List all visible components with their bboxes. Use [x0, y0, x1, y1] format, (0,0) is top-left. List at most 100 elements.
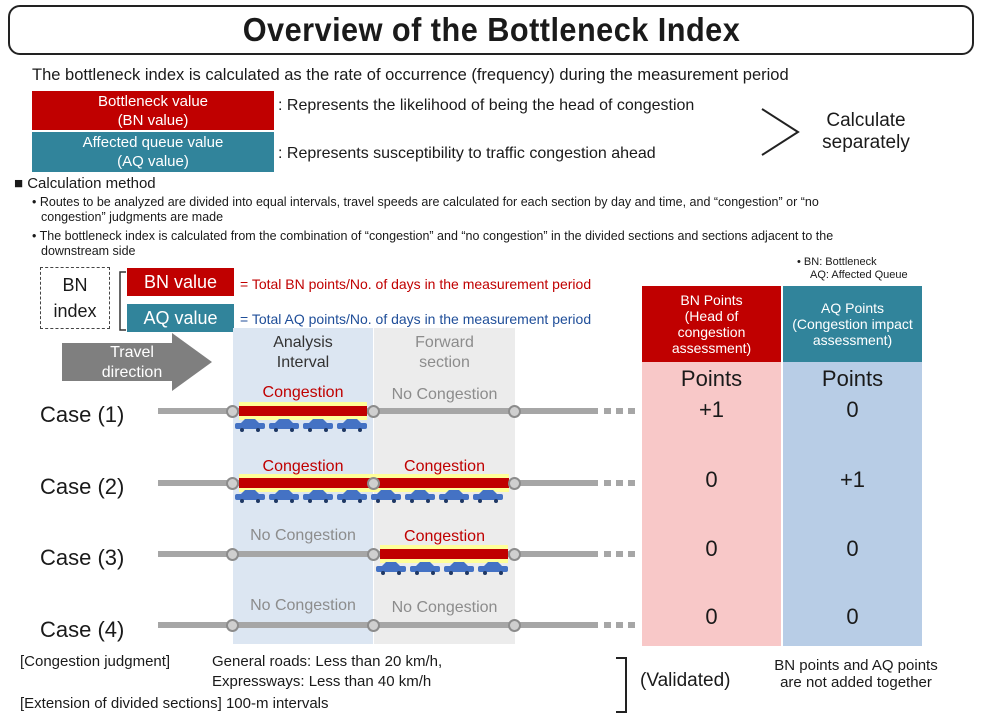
- car-icon: [235, 490, 265, 503]
- congestion-judgment-general: General roads: Less than 20 km/h,: [212, 653, 443, 670]
- abbreviation-note-bn: • BN: Bottleneck: [797, 256, 877, 268]
- car-icon: [478, 562, 508, 575]
- aq-points-header: AQ Points (Congestion impact assessment): [783, 286, 922, 362]
- not-added-note: BN points and AQ points are not added to…: [756, 657, 956, 691]
- calc-separately-line1: Calculate: [826, 110, 906, 131]
- case-2-bn-points: 0: [705, 467, 718, 492]
- case-3-node-3: [508, 548, 521, 561]
- case-2-car-queue: [234, 489, 504, 503]
- case-1-node-1: [226, 405, 239, 418]
- case-4-aq-points: 0: [846, 604, 859, 629]
- car-icon: [444, 562, 474, 575]
- case-3-aq-points: 0: [846, 536, 859, 561]
- case-4-analysis-status: No Congestion: [250, 597, 356, 614]
- congestion-judgment-expressway: Expressways: Less than 40 km/h: [212, 673, 432, 690]
- forward-section-header: Forward section: [374, 333, 515, 373]
- travel-direction-line2: direction: [101, 364, 163, 381]
- case-2-road-continuation: [604, 480, 638, 486]
- page-title: Overview of the Bottleneck Index: [242, 11, 740, 48]
- case-1-node-3: [508, 405, 521, 418]
- car-icon: [235, 419, 265, 432]
- case-1-car-queue: [234, 418, 368, 432]
- forward-section-line1: Forward: [415, 334, 474, 351]
- car-icon: [269, 419, 299, 432]
- method-bullet-2-line2: downstream side: [41, 244, 136, 258]
- aq-value-description: : Represents susceptibility to traffic c…: [278, 145, 656, 162]
- analysis-interval-header: Analysis Interval: [233, 333, 373, 373]
- not-added-line1: BN points and AQ points: [774, 657, 938, 674]
- case-3-road-continuation: [604, 551, 638, 557]
- method-heading: ■ Calculation method: [14, 175, 156, 192]
- case-1-bn-points: +1: [698, 397, 725, 422]
- car-icon: [439, 490, 469, 503]
- abbreviation-note: • BN: Bottleneck AQ: Affected Queue: [797, 256, 908, 282]
- case-1-road-continuation: [604, 408, 638, 414]
- bn-header-line1: BN Points: [680, 292, 743, 308]
- case-2-node-3: [508, 477, 521, 490]
- bn-index-brace: [119, 271, 126, 331]
- analysis-interval-line1: Analysis: [273, 334, 333, 351]
- formula-aq-text: = Total AQ points/No. of days in the mea…: [240, 311, 592, 327]
- bn-index-line1: BN: [62, 275, 88, 295]
- car-icon: [303, 419, 333, 432]
- analysis-interval-line2: Interval: [276, 354, 330, 371]
- case-1-label: Case (1): [40, 402, 125, 427]
- method-bullet-1-line1: • Routes to be analyzed are divided into…: [32, 195, 819, 209]
- bn-value-description: : Represents the likelihood of being the…: [278, 97, 695, 114]
- car-icon: [337, 490, 367, 503]
- case-4-bn-points: 0: [705, 604, 718, 629]
- formula-bn-label: BN value: [127, 268, 234, 296]
- aq-value-label: Affected queue value (AQ value): [32, 132, 274, 172]
- case-3-node-2: [367, 548, 380, 561]
- abbreviation-note-aq: AQ: Affected Queue: [810, 269, 908, 281]
- case-4-node-2: [367, 619, 380, 632]
- case-4-label: Case (4): [40, 617, 125, 642]
- car-icon: [376, 562, 406, 575]
- intro-text: The bottleneck index is calculated as th…: [32, 66, 789, 84]
- calc-separately-line2: separately: [822, 132, 910, 153]
- bn-header-line2: (Head of: [684, 308, 739, 324]
- case-1-forward-status: No Congestion: [391, 386, 498, 403]
- case-1-analysis-status: Congestion: [262, 384, 344, 401]
- case-3-bn-points: 0: [705, 536, 718, 561]
- travel-direction-line1: Travel: [110, 344, 154, 361]
- case-4-node-3: [508, 619, 521, 632]
- case-2-analysis-status: Congestion: [262, 458, 344, 475]
- bn-value-label: Bottleneck value (BN value): [32, 91, 274, 130]
- case-4-node-1: [226, 619, 239, 632]
- aq-points-label: Points: [821, 366, 884, 391]
- not-added-line2: are not added together: [780, 674, 932, 691]
- case-2-aq-points: +1: [839, 467, 866, 492]
- method-bullet-1-line2: congestion” judgments are made: [41, 210, 224, 224]
- case-1-congestion-bar: [239, 402, 367, 420]
- section-extension-text: [Extension of divided sections] 100-m in…: [20, 695, 329, 712]
- aq-value-label-line1: Affected queue value: [82, 134, 224, 151]
- merge-bracket: [761, 108, 800, 156]
- case-1-aq-points: 0: [846, 397, 859, 422]
- bn-value-label-line1: Bottleneck value: [97, 92, 209, 110]
- car-icon: [410, 562, 440, 575]
- travel-direction-label: Travel direction: [62, 343, 202, 383]
- case-3-label: Case (3): [40, 545, 125, 570]
- case-2-node-2: [367, 477, 380, 490]
- formula-aq-label: AQ value: [127, 304, 234, 332]
- car-icon: [269, 490, 299, 503]
- method-bullet-2-line1: • The bottleneck index is calculated fro…: [32, 229, 834, 243]
- case-3-congestion-bar: [380, 545, 508, 563]
- case-3-node-1: [226, 548, 239, 561]
- car-icon: [371, 490, 401, 503]
- case-3-forward-status: Congestion: [404, 528, 485, 545]
- bn-points-label: Points: [680, 366, 743, 391]
- bn-index-line2: index: [53, 301, 97, 321]
- case-2-node-1: [226, 477, 239, 490]
- case-3-car-queue: [375, 561, 509, 575]
- case-2-forward-status: Congestion: [404, 458, 485, 475]
- travel-direction-arrow: [62, 333, 212, 391]
- aq-value-label-line2: (AQ value): [117, 153, 189, 170]
- case-1-node-2: [367, 405, 380, 418]
- car-icon: [473, 490, 503, 503]
- bn-index-box: BN index: [40, 267, 110, 329]
- car-icon: [303, 490, 333, 503]
- validated-text: (Validated): [640, 670, 731, 691]
- aq-header-line3: assessment): [812, 332, 893, 348]
